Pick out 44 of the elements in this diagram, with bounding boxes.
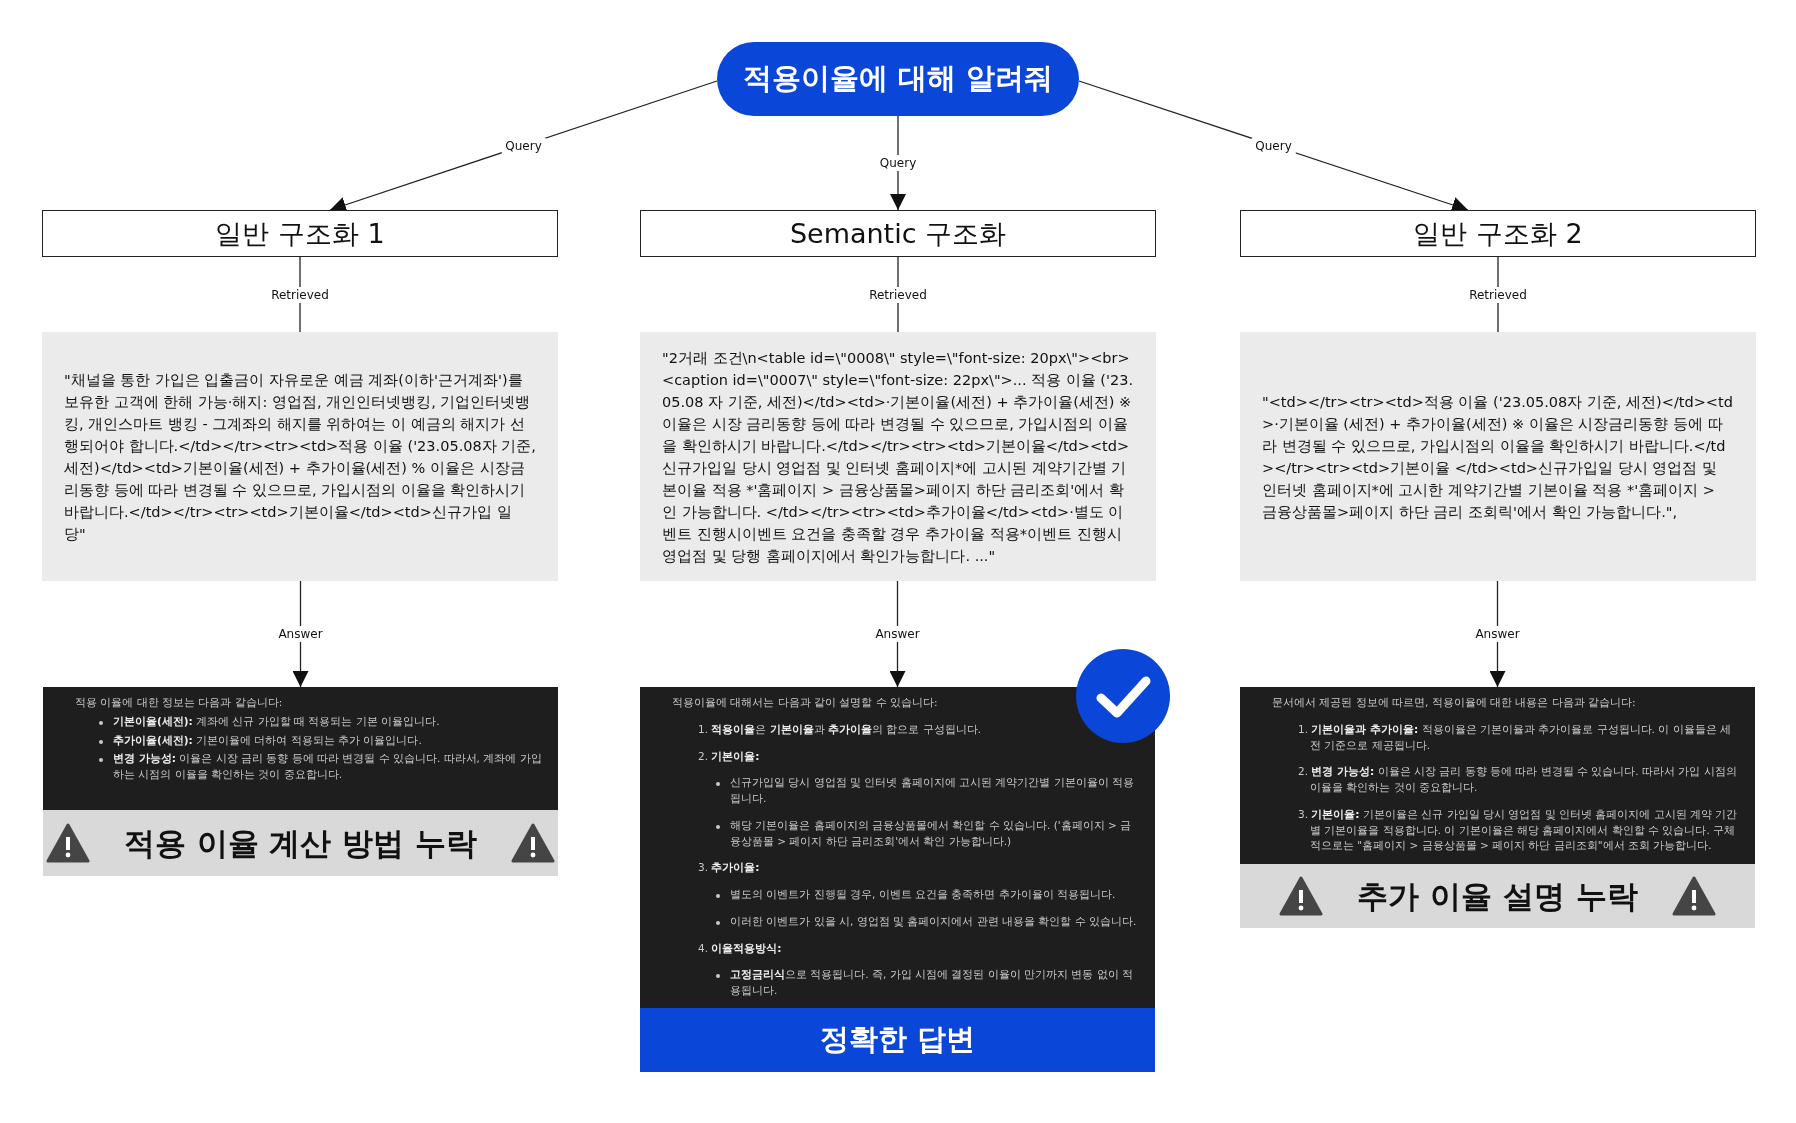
numbered-item: 4. 이율적용방식:	[698, 940, 783, 956]
box-title: 일반 구조화 2	[1413, 216, 1583, 251]
numbered-item: 1. 적용이율은 기본이율과 추가이율의 합으로 구성됩니다.	[698, 721, 983, 737]
success-banner	[640, 1008, 1155, 1072]
bullet-item: 신규가입일 당시 영업점 및 인터넷 홈페이지에 고시된 계약기간별 기본이율이 적용됩니다.	[730, 775, 1136, 806]
numbered-item: 2. 변경 가능성: 이율은 시장 금리 동향 등에 따라 변경될 수 있습니다. 따라서 가입 시점의 이율을 확인하는 것이 중요합니다.	[1298, 764, 1738, 795]
bullet-item: 고정금리식으로 적용됩니다. 즉, 가입 시점에 결정된 이율이 만기까지 변동 없이 적용됩니다.	[730, 967, 1135, 998]
bullet-item: 해당 기본이율은 홈페이지의 금융상품몰에서 확인할 수 있습니다. ('홈페이지 > 금융상품몰 > 페이지 하단 금리조회'에서 확인 가능합니다.)	[730, 817, 1133, 849]
structure-box	[1240, 210, 1756, 257]
bullet-item: 이러한 이벤트가 있을 시, 영업점 및 홈페이지에서 관련 내용을 확인할 수 있습니다.	[730, 913, 1138, 929]
answer-intro: 문서에서 제공된 정보에 따르면, 적용이율에 대한 내용은 다음과 같습니다:	[1272, 695, 1637, 710]
bullet-item: 기본이율(세전): 계좌에 신규 가입할 때 적용되는 기본 이율입니다.	[113, 713, 441, 729]
bullet-item: 별도의 이벤트가 진행될 경우, 이벤트 요건을 충족하면 추가이율이 적용됩니다.	[730, 887, 1117, 902]
box-title: 일반 구조화 1	[215, 216, 385, 251]
bullet-item: 변경 가능성: 이율은 시장 금리 동향 등에 따라 변경될 수 있습니다. 따라서, 계좌에 가입하는 시점의 이율을 확인하는 것이 중요합니다.	[113, 751, 543, 782]
numbered-item: 1. 기본이율과 추가이율: 적용이율은 기본이율과 추가이율로 구성됩니다. 이 이율들은 세전 기준으로 제공됩니다.	[1298, 721, 1732, 753]
banner-text: 추가 이율 설명 누락	[1357, 876, 1638, 916]
numbered-item: 3. 추가이율:	[698, 860, 761, 876]
bullet-item: 추가이율(세전): 기본이율에 더하여 적용되는 추가 이율입니다.	[113, 732, 423, 748]
query-text: 적용이율에 대해 알려줘	[742, 60, 1054, 97]
answer-panel	[1240, 687, 1755, 928]
retrieved-text-box	[1240, 332, 1756, 581]
retrieved-text: "2거래 조건\n<table id=\"0008\" style=\"font-size: 20px\"><br> <caption id=\"0007\" style=\"font-size: 22px\">... 적용 이율 ('23.05.08 자 기준, 세전)</td><td>·기본이율(세전) + 추가이율(세전) ※이율은 시장 금리동향 등에 따라 변경될 수 있으므로, 가입시점의 이율을 확인하시기 바랍니다.</td></tr><tr><td>기본이율</td><td>신규가입일 당시 영업점 및 인터넷 홈페이지*에 고시된 계약기간별 기본이율 적용 *'홈페이지 > 금융상품몰>페이지 하단 금리조회'에서 확인 가능합니다. </td></tr><tr><td>추가이율</td><td>·별도 이벤트 진행시이벤트 요건을 충족할 경우 추가이율 적용*이벤트 진행시영업점 및 당행 홈페이지에서 확인가능합니다. ..."	[662, 348, 1134, 566]
answer-panel	[43, 687, 558, 876]
arrow	[329, 80, 718, 213]
edge-label: Query	[1251, 137, 1296, 154]
retrieved-text: "<td></tr><tr><td>적용 이율 ('23.05.08자 기준, 세전)</td><td>·기본이율 (세전) + 추가이율(세전) ※ 이율은 시장금리동향 등에 따라 변경될 수 있으므로, 가입시점의 이율을 확인하시기 바랍니다.</td></tr><tr><td>기본이율 </td><td>신규가입일 당시 영업점 및 인터넷 홈페이지*에 고시한 계약기간별 기본이율 적용 *'홈페이지 > 금융상품몰>페이지 하단 금리 조회릭'에서 확인 가능합니다.",	[1262, 392, 1734, 522]
warning-banner	[43, 810, 558, 876]
arrow	[1078, 80, 1469, 213]
answer-intro: 적용이율에 대해서는 다음과 같이 설명할 수 있습니다:	[672, 695, 939, 710]
retrieved-text-box	[42, 332, 558, 581]
structure-box	[640, 210, 1156, 257]
retrieved-text: "채널을 통한 가입은 입출금이 자유로운 예금 계좌(이하'근거계좌')를 보유한 고객에 한해 가능·해지: 영업점, 개인인터넷뱅킹, 기업인터넷뱅킹, 개인스마트 뱅킹 - 그계좌의 해지를 위하여는 이 예금의 해지가 선행되어야 합니다.</td></tr><tr><td>적용 이율 ('23.05.08자 기준, 세전)</td><td>기본이율(세전) + 추가이율(세전) % 이율은 시장금리동향 등에 따라 변경될 수 있으므로, 가입시점의 이율을 확인하시기 바랍니다.</td></tr><tr><td>기본이율</td><td>신규가입 일 당"	[64, 370, 536, 544]
warning-banner	[1240, 864, 1755, 928]
retrieved-text-box	[640, 332, 1156, 581]
structure-box	[42, 210, 558, 257]
numbered-item: 2. 기본이율:	[698, 748, 761, 764]
banner-text: 적용 이율 계산 방법 누락	[123, 823, 478, 863]
answer-intro: 적용 이율에 대한 정보는 다음과 같습니다:	[75, 695, 284, 710]
banner-text: 정확한 답변	[819, 1021, 976, 1059]
answer-panel	[640, 687, 1155, 1072]
numbered-item: 3. 기본이율: 기본이율은 신규 가입일 당시 영업점 및 인터넷 홈페이지에 고시된 계약 기간별 기본이율을 적용합니다. 이 기본이율은 해당 홈페이지에서 확인할 수 있습니다. 구체적으로는 "홈페이지 > 금융상품몰 > 페이지 하단 금리조회"에서 조회 가능합니다.	[1298, 806, 1739, 854]
box-title: Semantic 구조화	[789, 216, 1007, 251]
edge-label: Query	[501, 137, 546, 154]
